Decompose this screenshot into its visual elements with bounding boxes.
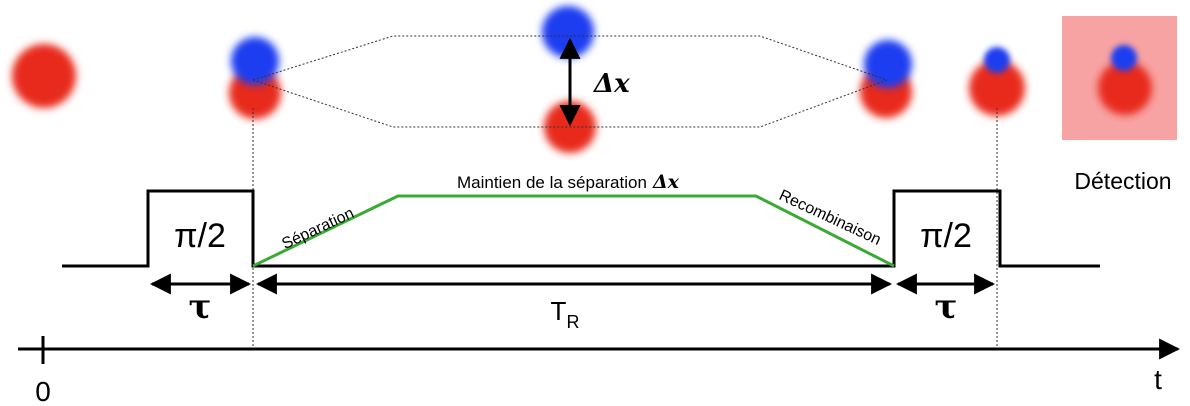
delta-x-top-label: Δx: [592, 69, 630, 99]
axis-zero-label: 0: [35, 376, 51, 406]
maintien-text: Maintien de la séparation: [457, 173, 647, 192]
atom-blue-final: [984, 47, 1010, 73]
atom-clouds: [12, 6, 1025, 153]
detection-red-cloud: [1098, 61, 1152, 115]
maintien-label: Maintien de la séparation Δx: [457, 171, 680, 193]
maintien-delta-x: Δx: [652, 171, 680, 193]
pulse-right-label: π/2: [920, 217, 972, 255]
atom-blue-top: [542, 6, 594, 58]
separation-label: Séparation: [279, 205, 356, 253]
detection-label: Détection: [1074, 168, 1171, 194]
recombinaison-label: Recombinaison: [776, 187, 883, 249]
pulse-left-label: π/2: [174, 217, 226, 255]
tr-label: TR: [551, 296, 580, 332]
vertical-guides: [252, 108, 998, 348]
detection-panel: [1062, 16, 1177, 140]
tau-right-label: τ: [935, 287, 958, 327]
atom-blue-recombine: [864, 40, 912, 88]
tau-left-label: τ: [189, 287, 212, 327]
atom-blue-split-start: [231, 37, 279, 85]
pulse-sequence: [62, 189, 1100, 268]
tr-sub: R: [566, 312, 579, 332]
tr-main: T: [551, 296, 567, 326]
detection-blue-cloud: [1111, 45, 1137, 71]
time-axis: [18, 336, 1181, 364]
atom-red-initial: [12, 44, 76, 108]
axis-t-label: t: [1154, 364, 1162, 395]
atom-red-final: [969, 60, 1025, 116]
trajectory-outline: [252, 35, 888, 128]
green-trajectory: [252, 194, 895, 268]
